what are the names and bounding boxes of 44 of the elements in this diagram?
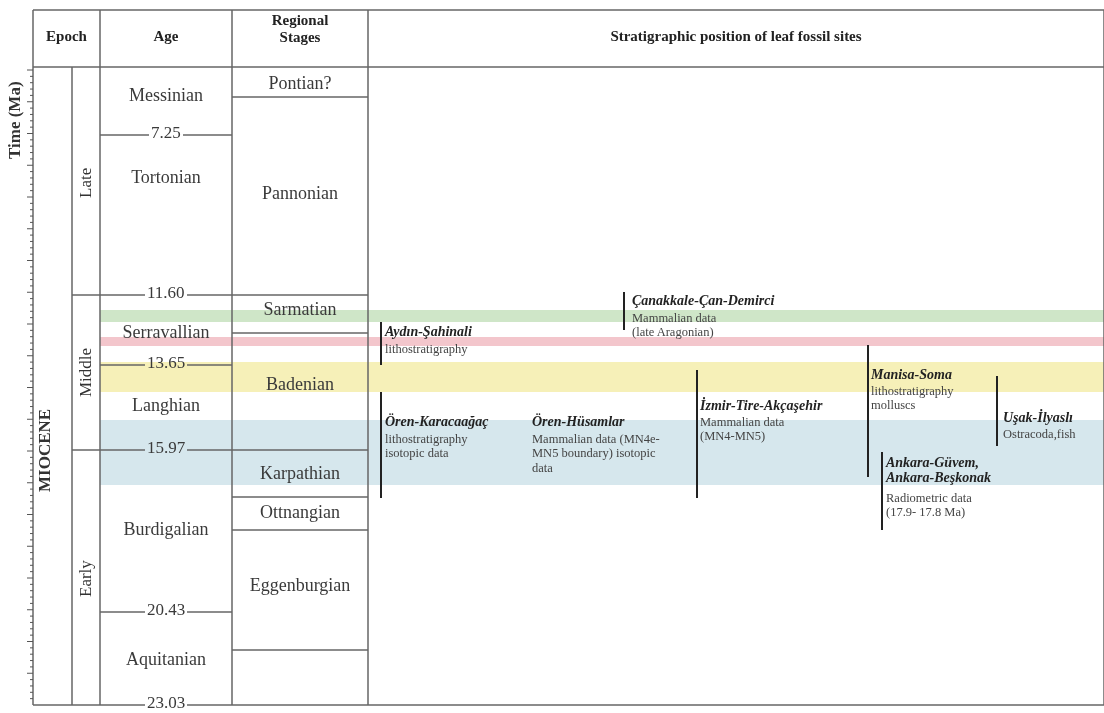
site-name: Ankara-Güvem, Ankara-Beşkonak xyxy=(886,455,993,486)
stage-label: Sarmatian xyxy=(262,300,338,320)
age-label: Langhian xyxy=(131,396,201,416)
age-boundary-value: 15.97 xyxy=(147,439,186,458)
age-boundary-value: 20.43 xyxy=(147,601,186,620)
age-label: Aquitanian xyxy=(125,650,207,670)
site-name: Uşak-İlyaslı xyxy=(1003,410,1073,426)
site-name: İzmir-Tire-Akçaşehir xyxy=(700,398,823,414)
site-evidence: Mammalian data (late Aragonian) xyxy=(632,311,718,340)
subepoch-label: Late xyxy=(76,167,96,198)
age-label: Tortonian xyxy=(130,168,202,188)
site-name: Çanakkale-Çan-Demirci xyxy=(632,293,775,309)
site-evidence: lithostratigraphy isotopic data xyxy=(385,432,469,461)
site-evidence: Radiometric data (17.9- 17.8 Ma) xyxy=(886,491,973,520)
stage-label: Pontian? xyxy=(267,74,333,94)
age-label: Messinian xyxy=(128,86,204,106)
site-evidence: Mammalian data (MN4e-MN5 boundary) isotopic data xyxy=(532,432,661,476)
age-boundary-value: 23.03 xyxy=(147,694,186,713)
stage-label: Eggenburgian xyxy=(248,576,352,596)
site-name: Ören-Karacaağaç xyxy=(385,414,489,430)
age-boundary-value: 13.65 xyxy=(147,354,186,373)
axis-title: Time (Ma) xyxy=(5,81,25,159)
subepoch-label: Early xyxy=(76,559,96,597)
column-header: Epoch xyxy=(45,28,88,45)
site-evidence: lithostratigraphy molluscs xyxy=(871,384,955,413)
age-boundary-value: 7.25 xyxy=(151,124,181,143)
site-evidence: lithostratigraphy xyxy=(385,342,469,357)
age-label: Serravallian xyxy=(121,323,211,343)
site-name: Ören-Hüsamlar xyxy=(532,414,625,430)
stage-label: Karpathian xyxy=(259,464,341,484)
subepoch-label: Middle xyxy=(76,347,96,397)
site-evidence: Mammalian data (MN4-MN5) xyxy=(700,415,786,444)
stage-label: Ottnangian xyxy=(259,503,341,523)
site-evidence: Ostracoda,fish xyxy=(1003,427,1077,442)
stage-label: Badenian xyxy=(265,375,335,395)
stage-label: Pannonian xyxy=(261,184,339,204)
site-name: Aydın-Şahinali xyxy=(385,324,472,340)
column-header: Stratigraphic position of leaf fossil sites xyxy=(609,28,863,45)
epoch-label: MIOCENE xyxy=(35,408,55,492)
column-header: Age xyxy=(152,28,180,45)
age-label: Burdigalian xyxy=(122,520,210,540)
age-boundary-value: 11.60 xyxy=(147,284,185,303)
site-name: Manisa-Soma xyxy=(871,367,952,383)
column-header: Regional Stages xyxy=(270,12,330,45)
